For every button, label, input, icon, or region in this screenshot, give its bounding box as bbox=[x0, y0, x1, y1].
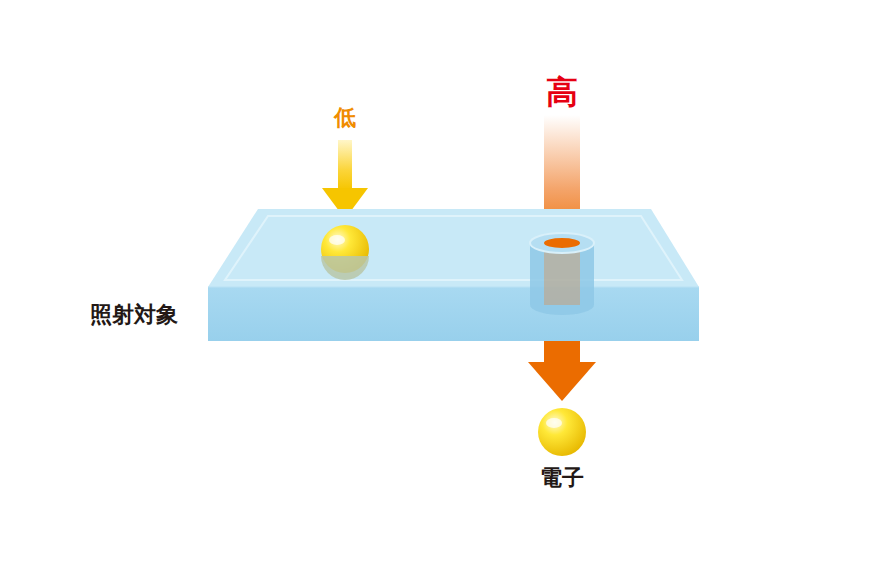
electron-label: 電子 bbox=[540, 467, 584, 489]
stopped-electron bbox=[321, 225, 369, 280]
energy-label: 低 bbox=[334, 107, 356, 129]
target-label: 照射対象 bbox=[90, 304, 178, 326]
penetration-channel bbox=[530, 233, 594, 315]
electron bbox=[538, 408, 586, 456]
high-energy-arrow-exit bbox=[528, 341, 596, 401]
target-slab bbox=[208, 209, 699, 341]
energy-label: 高 bbox=[546, 76, 578, 108]
low-energy-arrow bbox=[322, 140, 368, 219]
